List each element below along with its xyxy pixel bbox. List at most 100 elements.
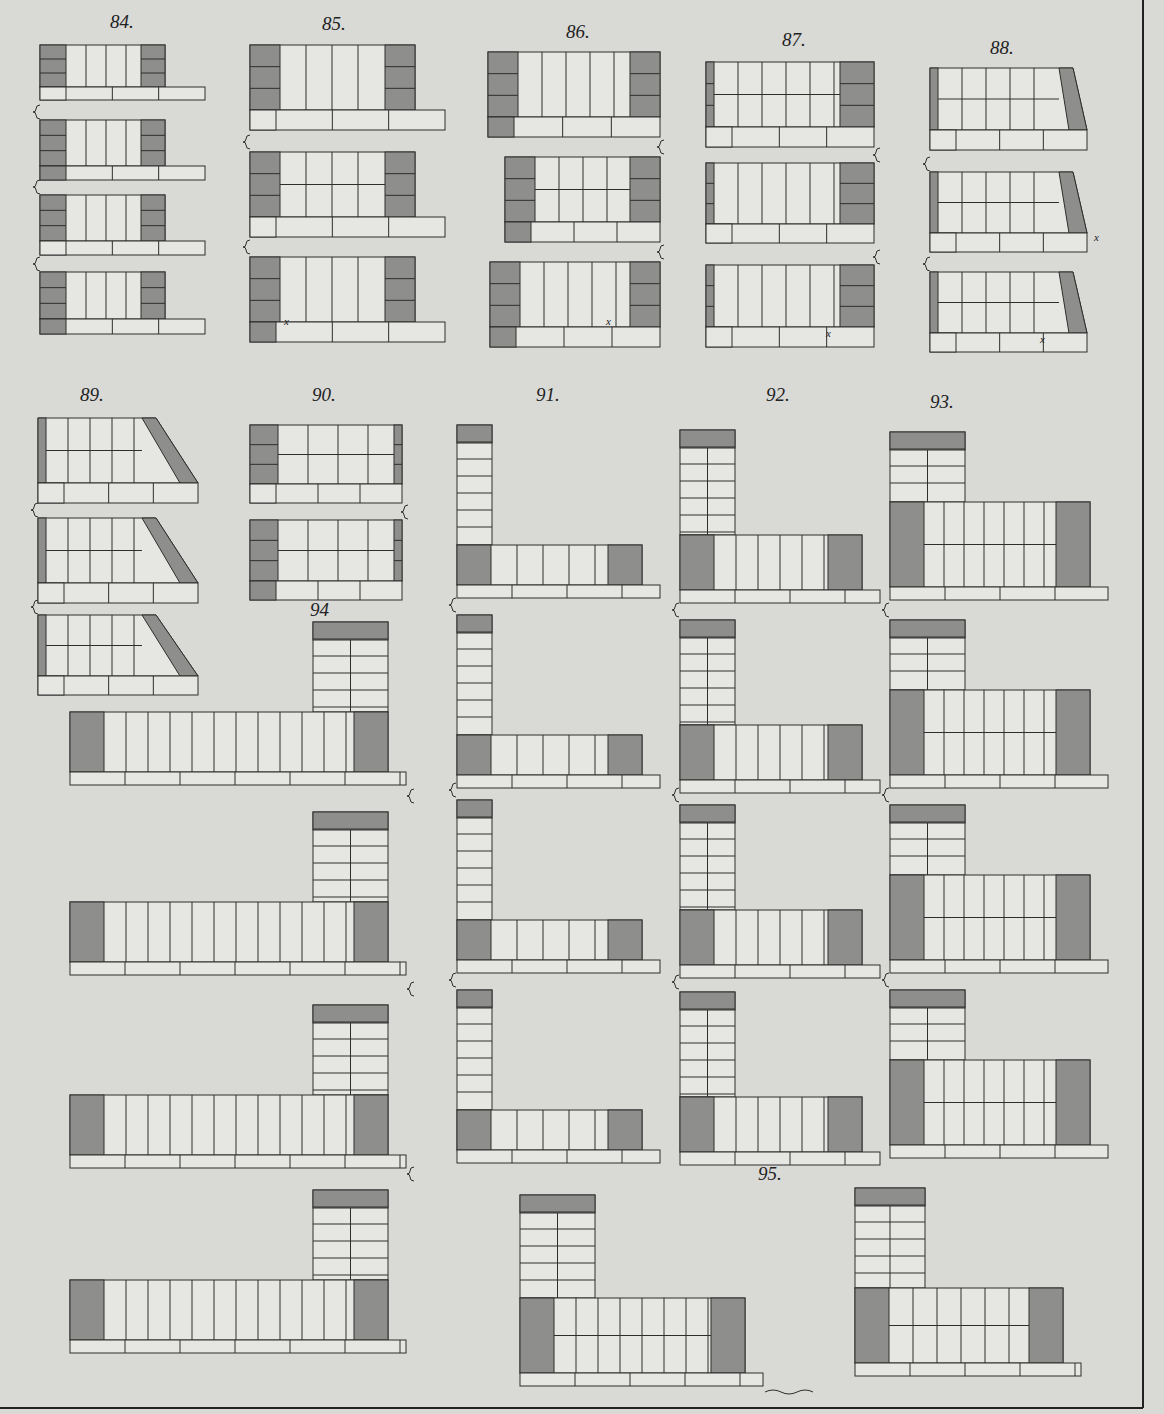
brick-joint [158,319,159,334]
brick [38,676,198,695]
header-brick [40,120,66,166]
brick [706,224,732,243]
header-brick [457,735,491,775]
brick-joint [999,333,1000,352]
brick-joint [318,484,319,503]
wall-course [706,163,874,243]
brick-joint [1000,960,1001,973]
brick-joint [786,265,787,327]
brick-joint [332,217,333,237]
brick-joint [112,241,113,255]
header-brick [828,910,862,965]
brick-joint [40,287,66,288]
brick [250,520,402,581]
brick-joint [332,45,333,110]
figure-number: 87. [782,30,806,49]
brick-joint [346,712,347,772]
header-brick [141,120,165,166]
brick-joint [1020,1363,1021,1376]
brick-joint [385,278,415,279]
brick-joint [505,200,535,201]
brick-joint [735,1152,736,1165]
header-brick [1056,1060,1090,1145]
brick [457,545,642,585]
header-brick [930,68,938,130]
header-brick [250,152,280,217]
brick [890,432,965,502]
brick-joint [824,910,825,965]
brick-joint [457,1041,492,1042]
brick-joint [999,233,1000,252]
brick [40,195,165,241]
brick-joint [927,638,928,690]
brick-joint [790,1152,791,1165]
corner-course [890,990,1108,1158]
header-brick [930,172,938,233]
brick [855,1288,1063,1363]
brick [250,110,445,130]
brick [706,265,874,327]
brick-joint [280,712,281,772]
brick-joint [332,257,333,322]
brick [890,1060,1090,1145]
header-brick [457,545,491,585]
brick-joint [126,45,127,87]
brick-joint [938,99,1059,100]
brick [706,127,874,147]
brick [38,518,198,583]
brick-joint [141,303,165,304]
header-brick [1059,68,1087,130]
brick [457,800,492,920]
brick-joint [622,775,623,788]
brick-joint [889,1325,1029,1326]
brick-joint [707,638,708,725]
brick [457,425,492,545]
brick-joint [779,127,780,147]
brick-joint [457,817,492,818]
brick [520,1298,745,1373]
brick-joint [126,1095,127,1155]
brick-joint [346,902,347,962]
brick-joint [574,222,575,242]
brick-joint [564,327,565,347]
wall-course [38,418,198,503]
header-brick [855,1288,889,1363]
brick [70,962,406,975]
header-brick [505,222,531,242]
brick-joint [112,319,113,334]
brick-joint [112,166,113,180]
brick-joint [324,712,325,772]
brick-joint [125,962,126,975]
header-brick [313,1005,388,1023]
brick-joint [180,772,181,785]
brick-joint [457,885,492,886]
brick-joint [790,590,791,603]
brick-joint [490,283,520,284]
figure-number: 86. [566,22,590,41]
brick [457,775,660,788]
brick-joint [290,1155,291,1168]
brick [70,1280,388,1340]
brick-joint [141,287,165,288]
brick [680,805,735,910]
brick-joint [840,83,874,84]
brick [70,1155,406,1168]
mark-letter: x [1040,334,1045,345]
brick-joint [106,120,107,166]
brick [680,1097,862,1152]
brick-joint [512,960,513,973]
brick-joint [706,183,714,184]
brick-joint [457,683,492,684]
brick-joint [302,902,303,962]
header-brick [38,615,46,676]
brick-joint [278,454,394,455]
brick [930,172,1087,233]
brick [250,217,445,237]
brick-joint [569,735,570,775]
brick [457,1150,660,1163]
header-brick [141,195,165,241]
header-brick [1059,172,1087,233]
brick-joint [126,1280,127,1340]
brick-joint [250,560,278,561]
brick [490,327,660,347]
